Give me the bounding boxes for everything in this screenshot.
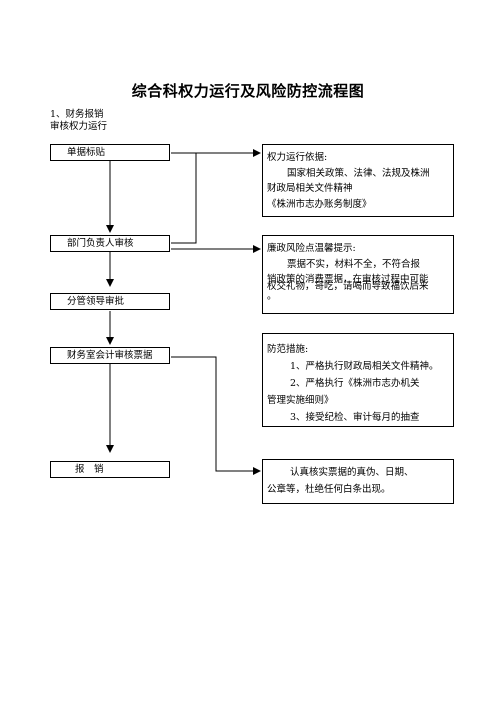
step-reimbursement: 报 销 bbox=[50, 461, 170, 478]
note-risk-heading: 廉政风险点温馨提示: bbox=[267, 243, 356, 254]
note-verify-line: 认真核实票据的真伪、日期、 bbox=[290, 467, 414, 478]
note-measures-item: 1、严格执行财政局相关文件精神。 bbox=[290, 361, 439, 372]
section-subheading: 审核权力运行 bbox=[50, 121, 108, 132]
note-verify-receipts: 认真核实票据的真伪、日期、 公章等，杜绝任何白条出现。 bbox=[262, 459, 454, 504]
note-measures-item: 2、严格执行《株洲市志办机关 bbox=[290, 378, 420, 389]
note-verify-line: 公章等，杜绝任何白条出现。 bbox=[267, 484, 391, 495]
link-risk bbox=[171, 153, 197, 244]
step-submit-receipts: 单据标贴 bbox=[50, 144, 170, 161]
note-risk-line: 销政策的消费票据，在审核过程中可能 bbox=[267, 274, 429, 286]
link-measures bbox=[171, 356, 261, 475]
note-operation-basis: 权力运行依据: 国家相关政策、法律、法规及株洲 财政局相关文件精神 《株洲市志办… bbox=[262, 144, 454, 217]
section-heading: 1、财务报销 bbox=[50, 109, 104, 120]
step-department-review: 部门负责人审核 bbox=[50, 235, 170, 252]
note-basis-heading: 权力运行依据: bbox=[267, 152, 328, 163]
step-accountant-audit: 财务室会计审核票据 bbox=[50, 347, 170, 364]
page-title: 综合科权力运行及风险防控流程图 bbox=[131, 82, 365, 100]
note-measures-heading: 防范措施: bbox=[267, 344, 309, 355]
note-measures-item: 3、接受纪检、审计每月的抽查 bbox=[290, 412, 420, 423]
note-risk-line: 权交礼物，哥吃，请喝而导致福饮后来 bbox=[267, 280, 429, 292]
step-leader-approval: 分管领导审批 bbox=[50, 293, 170, 310]
note-measures-item: 管理实施细则》 bbox=[267, 395, 334, 406]
note-basis-line: 《株洲市志办账务制度》 bbox=[267, 198, 372, 210]
note-integrity-risk: 廉政风险点温馨提示: 票据不实，材料不全，不符合报 销政策的消费票据，在审核过程… bbox=[262, 235, 454, 314]
note-prevention-measures: 防范措施: 1、严格执行财政局相关文件精神。 2、严格执行《株洲市志办机关 管理… bbox=[262, 333, 454, 427]
note-risk-line: 。 bbox=[267, 290, 277, 302]
note-risk-line: 票据不实，材料不全，不符合报 bbox=[287, 258, 421, 270]
note-basis-line: 国家相关政策、法律、法规及株洲 bbox=[287, 167, 430, 179]
note-basis-line: 财政局相关文件精神 bbox=[267, 183, 353, 195]
